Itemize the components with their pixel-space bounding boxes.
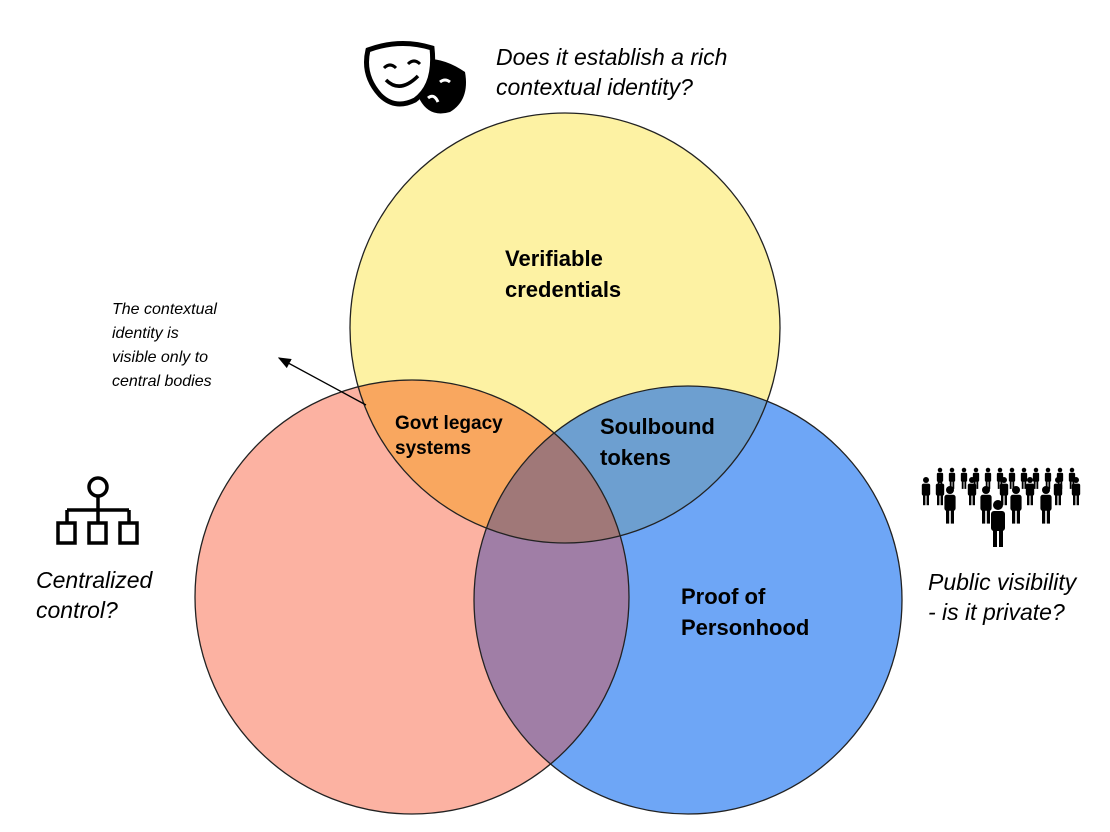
crowd-person [1020, 467, 1028, 489]
crowd-person [1040, 486, 1052, 524]
crowd-person [1071, 477, 1081, 506]
crowd-person [967, 477, 977, 506]
crowd-person [991, 500, 1005, 547]
question-right: Public visibility- is it private? [928, 569, 1077, 625]
crowd-icon [921, 467, 1081, 547]
crowd-person [980, 486, 992, 524]
crowd-person [1053, 477, 1063, 506]
theater-masks-icon [364, 40, 466, 114]
crowd-person [921, 477, 931, 506]
crowd-person [1008, 467, 1016, 489]
crowd-person [935, 477, 945, 506]
crowd-person [1032, 467, 1040, 489]
crowd-person [1010, 486, 1022, 524]
crowd-person [960, 467, 968, 489]
crowd-person [944, 486, 956, 524]
org-hierarchy-icon [56, 476, 139, 545]
crowd-person [1044, 467, 1052, 489]
annotation-arrow [277, 357, 367, 406]
crowd-person [999, 477, 1009, 506]
crowd-person [948, 467, 956, 489]
crowd-person [984, 467, 992, 489]
crowd-person [1025, 477, 1035, 506]
